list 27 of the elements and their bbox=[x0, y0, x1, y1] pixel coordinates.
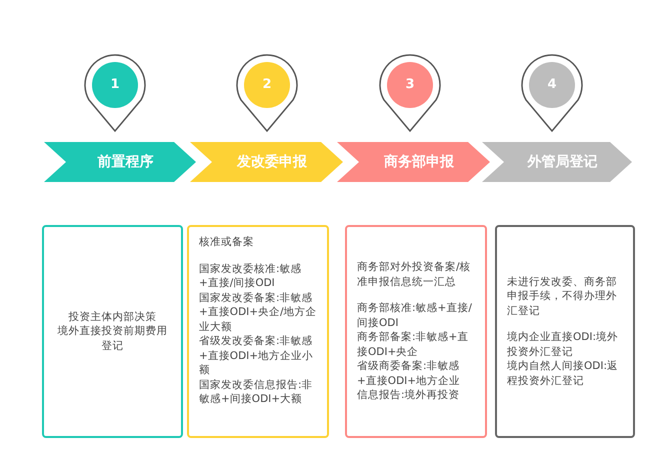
step-title: 商务部申报 bbox=[384, 153, 454, 171]
info-card bbox=[345, 225, 487, 438]
card-text: 境外直接投资前期费用登记 bbox=[56, 324, 168, 354]
info-card bbox=[187, 225, 329, 438]
card-text: 投资主体内部决策 bbox=[68, 310, 158, 324]
info-card bbox=[42, 225, 183, 438]
card-text: 境内自然人间接ODI:返程投资外汇登记 bbox=[507, 359, 619, 388]
card-text: 信息报告:境外再投资 bbox=[357, 388, 461, 403]
step-number: 2 bbox=[261, 77, 273, 93]
step-title: 外管局登记 bbox=[528, 153, 598, 171]
card-text: 国家发改委核准:敏感+直接/间接ODI bbox=[199, 262, 303, 290]
card-text: 商务部备案:非敏感+直接ODI+央企 bbox=[357, 330, 470, 360]
step-number: 4 bbox=[546, 77, 558, 93]
card-text: 核准或备案 bbox=[199, 235, 255, 250]
step-number: 1 bbox=[109, 77, 121, 93]
card-text: 商务部核准:敏感+直接/间接ODI bbox=[357, 301, 473, 330]
step-number: 3 bbox=[404, 77, 416, 93]
info-card bbox=[495, 225, 635, 438]
card-text: 商务部对外投资备案/核准申报信息统一汇总 bbox=[357, 260, 472, 290]
card-text: 未进行发改委、商务部申报手续，不得办理外汇登记 bbox=[507, 274, 618, 318]
card-text: 省级发改委备案:非敏感+直接ODI+地方企业小额 bbox=[199, 334, 314, 378]
card-text: 境内企业直接ODI:境外投资外汇登记 bbox=[507, 330, 619, 360]
card-text: 省级商委备案:非敏感+直接ODI+地方企业 bbox=[357, 359, 462, 388]
step-title: 前置程序 bbox=[98, 153, 154, 171]
card-text: 国家发改委信息报告:非敏感+间接ODI+大额 bbox=[199, 378, 314, 406]
step-title: 发改委申报 bbox=[237, 153, 307, 171]
card-text: 国家发改委备案:非敏感+直接ODI+央企/地方企业大额 bbox=[199, 290, 317, 334]
